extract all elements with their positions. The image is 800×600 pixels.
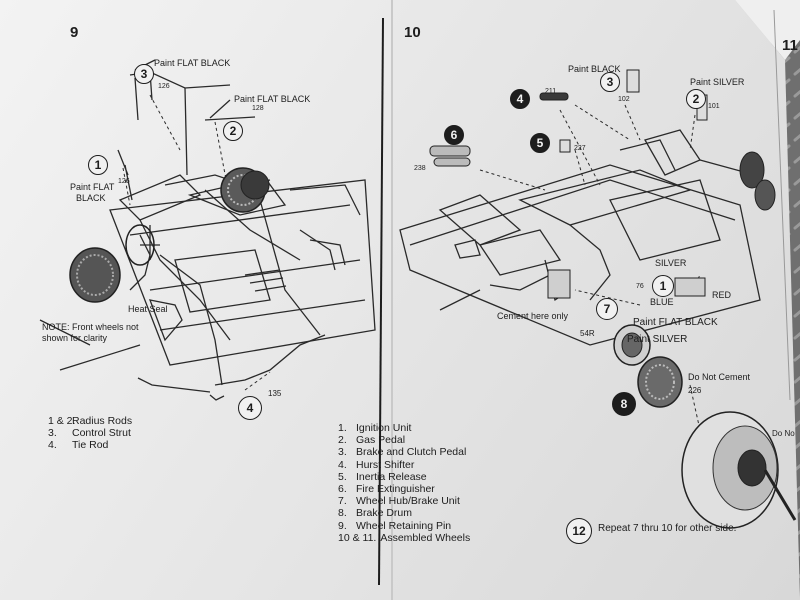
part-number-135: 135 bbox=[268, 389, 282, 398]
next-page-edge bbox=[735, 0, 800, 60]
part-number-226: 226 bbox=[688, 386, 702, 395]
label-heat-seal: Heat Seal bbox=[128, 304, 168, 314]
step10-callout-4: 4 bbox=[510, 89, 530, 109]
label-paint-silver: Paint SILVER bbox=[627, 334, 688, 345]
step9-rear-wheel bbox=[220, 167, 270, 213]
step-10-number: 10 bbox=[404, 24, 421, 41]
list-item: 6.Fire Extinguisher bbox=[338, 483, 435, 496]
parts-list: 1.Ignition Unit 2.Gas Pedal 3.Brake and … bbox=[338, 422, 470, 544]
list-item: 4.Hurst Shifter bbox=[338, 458, 415, 471]
list-item: 3.Brake and Clutch Pedal bbox=[338, 446, 467, 459]
step-9-number: 9 bbox=[70, 24, 79, 41]
step10-callout-6: 6 bbox=[444, 125, 464, 145]
label-silver: SILVER bbox=[655, 258, 687, 268]
part-number-126b: 126 bbox=[118, 178, 130, 185]
step10-callout-3: 3 bbox=[600, 72, 620, 92]
step10-wheel-hub bbox=[613, 324, 651, 366]
label-blue: BLUE bbox=[650, 297, 674, 307]
list-item: 7.Wheel Hub/Brake Unit bbox=[338, 495, 460, 508]
list-item: 1.Ignition Unit bbox=[338, 422, 412, 434]
step9-callout-2: 2 bbox=[223, 121, 243, 141]
label-cement-here-only: Cement here only bbox=[497, 311, 569, 321]
label-paint-flat-black-rod: Paint FLAT BLACK bbox=[234, 94, 311, 104]
legend-item: 4.Tie Rod bbox=[48, 439, 109, 452]
repeat-instruction: Repeat 7 thru 10 for other side. bbox=[598, 523, 737, 534]
part-number-102: 102 bbox=[618, 96, 630, 103]
list-item: 8.Brake Drum bbox=[338, 507, 413, 520]
step10-callout-1: 1 bbox=[652, 275, 674, 297]
step10-floorpan-drawing bbox=[399, 129, 766, 346]
label-paint-flat-black-strut: Paint FLAT BLACK bbox=[154, 58, 231, 68]
step10-callout-8: 8 bbox=[612, 392, 636, 416]
step9-callout-4: 4 bbox=[238, 396, 262, 420]
part-number-101: 101 bbox=[708, 103, 720, 110]
label-paint-flat-black: Paint FLAT BLACK bbox=[633, 317, 718, 328]
legend-item: 1 & 2.Radius Rods bbox=[48, 415, 133, 427]
label-do-no-partial: Do No bbox=[772, 429, 795, 438]
step10-callout-2: 2 bbox=[686, 89, 706, 109]
list-item: 2.Gas Pedal bbox=[338, 434, 406, 447]
legend-item: 3.Control Strut bbox=[48, 427, 131, 440]
page-divider bbox=[378, 17, 384, 586]
part-number-211: 211 bbox=[545, 88, 557, 95]
note-line-2: shown for clarity bbox=[42, 333, 108, 343]
list-item: 5.Inertia Release bbox=[338, 470, 427, 483]
label-paint-flat: Paint FLAT bbox=[70, 182, 115, 192]
part-number-126a: 126 bbox=[158, 83, 170, 90]
step10-callout-5: 5 bbox=[530, 133, 550, 153]
label-do-not-cement: Do Not Cement bbox=[688, 372, 751, 382]
step9-legend: 1 & 2.Radius Rods 3.Control Strut 4.Tie … bbox=[48, 415, 132, 452]
part-number-227: 227 bbox=[574, 145, 586, 152]
step10-corner-wheel bbox=[739, 151, 776, 211]
part-number-128: 128 bbox=[252, 105, 264, 112]
step9-callout-1: 1 bbox=[88, 155, 108, 175]
step9-front-wheel bbox=[69, 224, 155, 303]
step10-assembled-wheel bbox=[681, 411, 797, 529]
list-item: 9.Wheel Retaining Pin bbox=[338, 519, 452, 532]
part-number-54r: 54R bbox=[580, 329, 595, 338]
part-number-238: 238 bbox=[414, 165, 426, 172]
note-line-1: NOTE: Front wheels not bbox=[42, 322, 139, 332]
next-page-number: 11 bbox=[782, 37, 798, 54]
label-red: RED bbox=[712, 290, 732, 300]
step10-parts bbox=[429, 69, 708, 299]
step10-callout-12: 12 bbox=[566, 518, 592, 544]
step10-callout-7: 7 bbox=[596, 298, 618, 320]
step9-callout-3: 3 bbox=[134, 64, 154, 84]
label-black: BLACK bbox=[76, 193, 106, 203]
label-paint-silver-top: Paint SILVER bbox=[690, 77, 745, 87]
list-item: 10 & 11.Assembled Wheels bbox=[338, 531, 471, 544]
step10-brake-drum bbox=[637, 356, 683, 408]
label-paint-black: Paint BLACK bbox=[568, 64, 621, 74]
left-page bbox=[0, 0, 392, 600]
part-number-76: 76 bbox=[636, 283, 644, 290]
